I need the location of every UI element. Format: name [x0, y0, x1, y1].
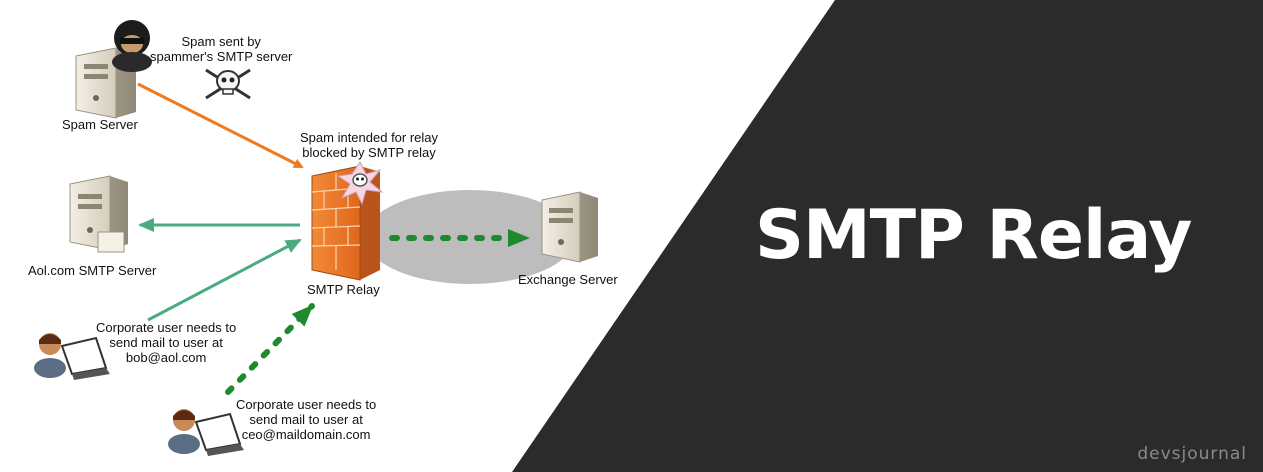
user-to-relay-arrow: [147, 238, 302, 322]
spam-arrow: [137, 82, 304, 169]
brand-watermark: devsjournal: [1137, 444, 1247, 464]
spam-server-label: Spam Server: [62, 117, 138, 132]
blocked-spam-burst-icon: [336, 161, 384, 206]
annotation-line: Corporate user needs to: [236, 397, 377, 412]
spam-blocked-annotation: Spam intended for relay blocked by SMTP …: [300, 130, 438, 160]
annotation-line: spammer's SMTP server: [150, 49, 293, 64]
user2-to-relay-arrow: [225, 303, 315, 395]
annotation-line: Spam intended for relay: [300, 130, 439, 145]
banner-background: [512, 0, 1263, 472]
exchange-server-icon: [541, 191, 598, 263]
annotation-line: send mail to user at: [109, 335, 223, 350]
spam-server-icon: [75, 47, 136, 119]
user2-annotation: Corporate user needs to send mail to use…: [236, 397, 376, 442]
exchange-server-label: Exchange Server: [518, 272, 618, 287]
skull-crossbones-icon: [205, 68, 251, 100]
corporate-user-2-icon: [168, 409, 244, 456]
internal-network-ellipse: [365, 190, 575, 284]
annotation-line: ceo@maildomain.com: [241, 427, 371, 442]
annotation-line: bob@aol.com: [125, 350, 207, 365]
banner-title: SMTP Relay: [755, 196, 1192, 275]
annotation-line: Spam sent by: [181, 34, 261, 49]
spam-sent-annotation: Spam sent by spammer's SMTP server: [150, 34, 292, 64]
aol-server-label: Aol.com SMTP Server: [28, 263, 157, 278]
annotation-line: blocked by SMTP relay: [302, 145, 436, 160]
aol-server-icon: [69, 175, 128, 253]
corporate-user-1-icon: [34, 333, 110, 380]
spammer-avatar-icon: [112, 20, 152, 72]
smtp-relay-label: SMTP Relay: [307, 282, 380, 297]
annotation-line: Corporate user needs to: [96, 320, 237, 335]
user1-annotation: Corporate user needs to send mail to use…: [96, 320, 236, 365]
annotation-line: send mail to user at: [249, 412, 363, 427]
